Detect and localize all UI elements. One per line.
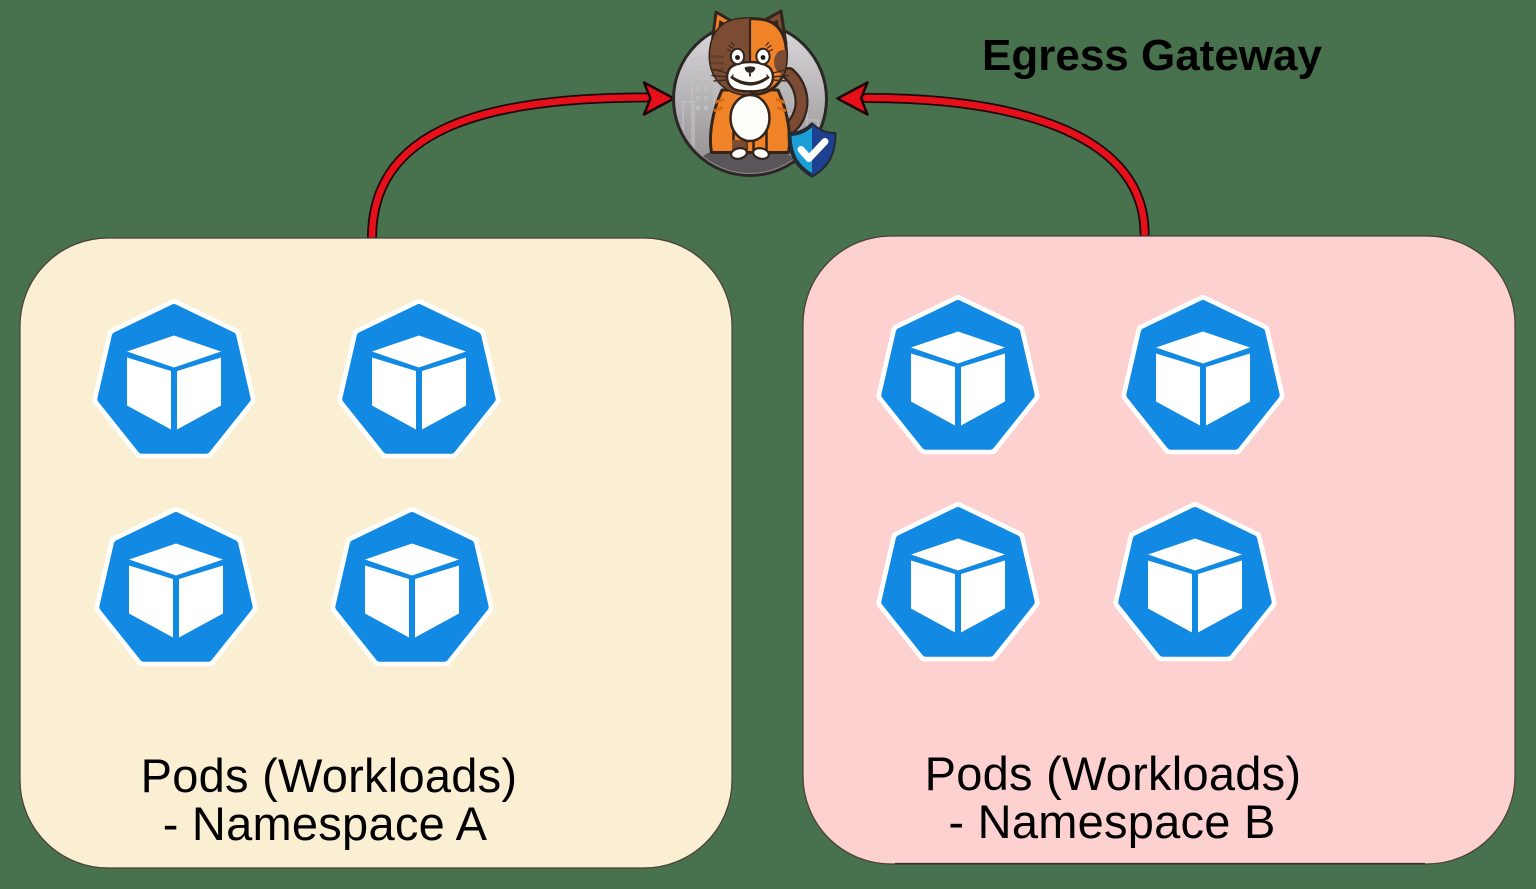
svg-text:Egress Gateway: Egress Gateway [982, 31, 1322, 80]
svg-text:- Namespace A: - Namespace A [163, 797, 488, 850]
svg-text:Pods (Workloads): Pods (Workloads) [925, 747, 1302, 800]
svg-text:- Namespace B: - Namespace B [948, 795, 1275, 848]
svg-text:Pods (Workloads): Pods (Workloads) [141, 749, 518, 802]
